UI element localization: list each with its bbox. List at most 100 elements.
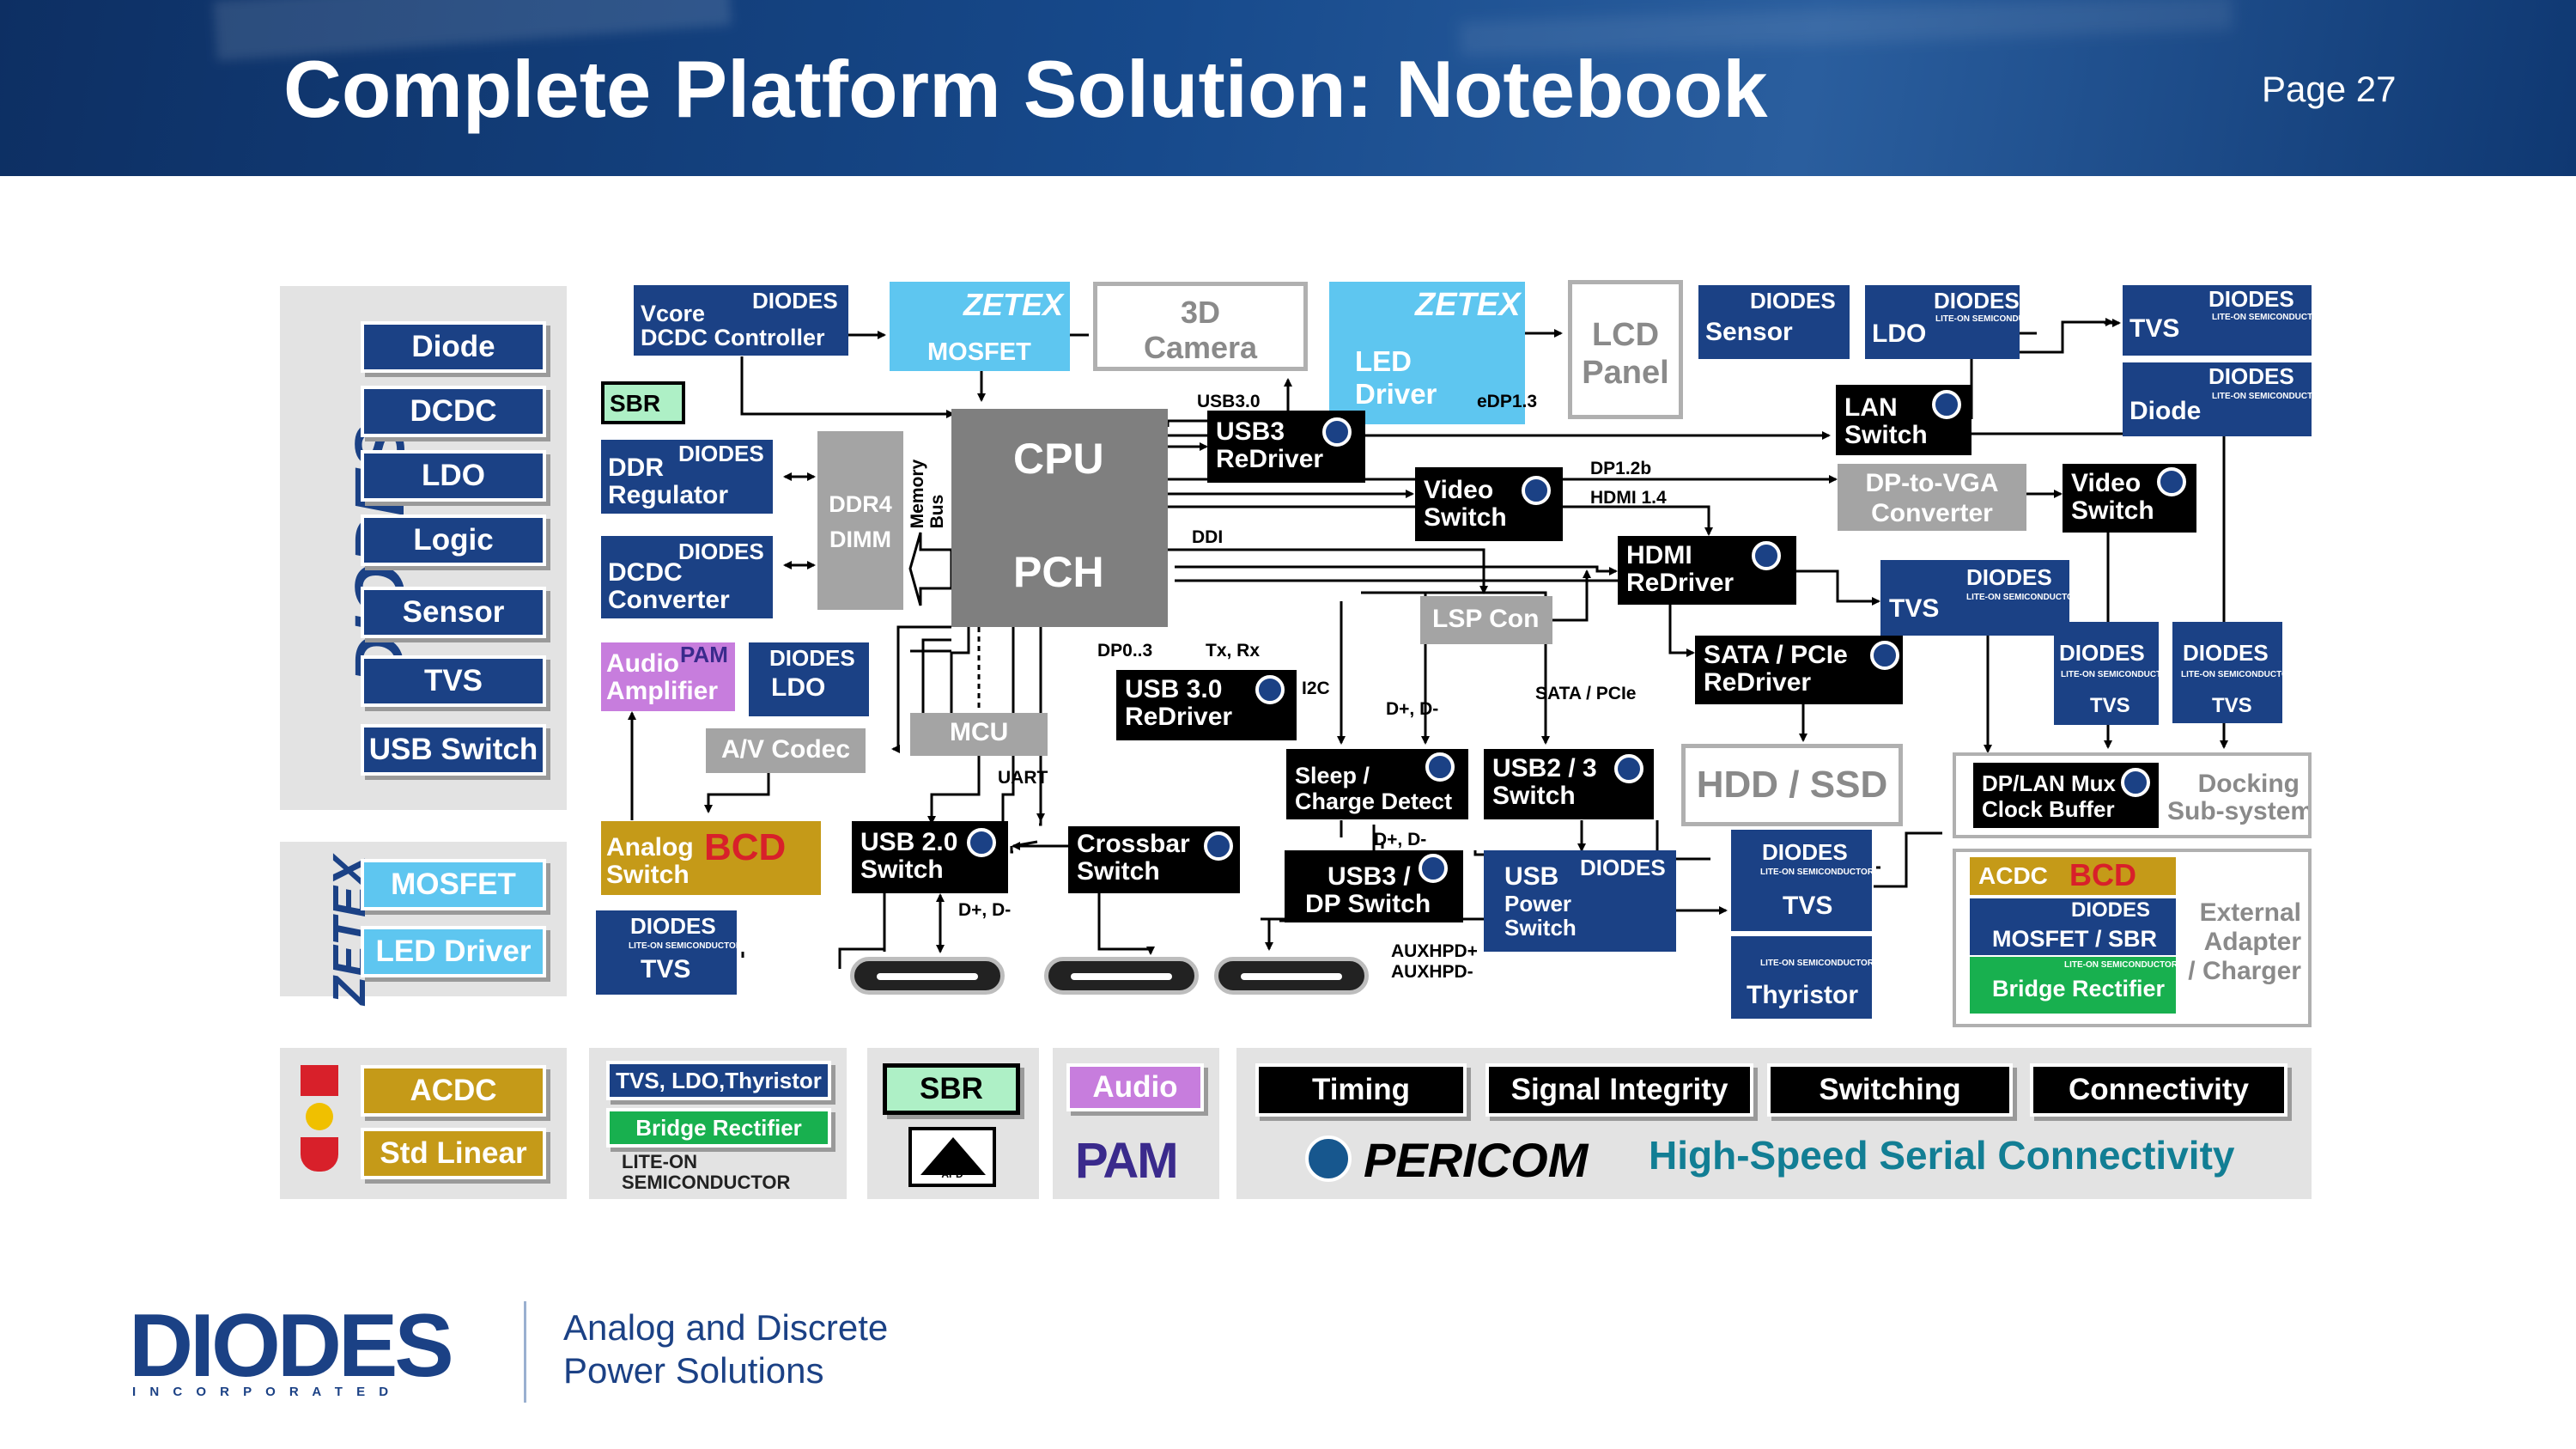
analog-switch-block: Analog Switch BCD bbox=[601, 821, 821, 895]
legend-signal-integrity: Signal Integrity bbox=[1485, 1063, 1753, 1117]
av-codec-block: A/V Codec bbox=[706, 728, 866, 773]
bridge-rectifier-block: LITE-ON SEMICONDUCTOR Bridge Rectifier bbox=[1970, 957, 2176, 1014]
diodes-logo: DIODES bbox=[2059, 640, 2145, 666]
pericom-glyph-icon bbox=[2157, 467, 2186, 496]
pericom-glyph-icon bbox=[1255, 675, 1285, 704]
hdd-ssd-block: HDD / SSD bbox=[1681, 744, 1903, 826]
tvs-mid-block: DIODES LITE-ON SEMICONDUCTOR TVS bbox=[1880, 560, 2069, 636]
signal-dp12: DP1.2b bbox=[1590, 459, 1652, 478]
video-switch-2-block: Video Switch bbox=[2063, 464, 2196, 533]
ddr-regulator-block: DDR Regulator DIODES bbox=[601, 440, 773, 514]
vcore-dcdc-controller: Vcore DCDC Controller DIODES bbox=[634, 285, 848, 356]
bcd-logo: BCD bbox=[704, 826, 787, 868]
diodes-footer-logo: DIODES bbox=[129, 1296, 454, 1396]
page-number: Page 27 bbox=[2262, 69, 2397, 109]
pericom-glyph-icon bbox=[1425, 752, 1455, 782]
signal-dpdm-3: D+, D- bbox=[958, 900, 1012, 920]
diode-top-block: DIODES LITE-ON SEMICONDUCTOR Diode bbox=[2123, 362, 2312, 436]
dcdc-converter-block: DCDC Converter DIODES bbox=[601, 536, 773, 618]
diodes-logo: DIODES bbox=[678, 441, 764, 466]
pericom-glyph-icon bbox=[1204, 831, 1233, 861]
lan-switch-block: LAN Switch bbox=[1836, 385, 1971, 455]
usb-power-switch-block: USB Power Switch DIODES bbox=[1484, 850, 1676, 952]
legend-sbr: SBR bbox=[883, 1063, 1020, 1115]
pericom-glyph-icon bbox=[1752, 541, 1781, 570]
acdc-block: ACDC BCD bbox=[1970, 857, 2176, 895]
usb3-dp-switch-block: USB3 / DP Switch bbox=[1285, 850, 1463, 922]
tvs-bottom-block: DIODES LITE-ON SEMICONDUCTOR TVS bbox=[596, 910, 737, 995]
bcd-vertical-logo bbox=[301, 1065, 338, 1177]
liteon-caption-line1: LITE-ON bbox=[622, 1151, 697, 1172]
footer-tagline-line1: Analog and Discrete bbox=[563, 1307, 889, 1348]
footer-divider bbox=[524, 1301, 526, 1403]
usb-c-port-1 bbox=[850, 957, 1005, 995]
bcd-logo: BCD bbox=[2069, 857, 2136, 892]
diodes-logo: DIODES bbox=[1580, 855, 1666, 880]
incorporated-text: I N C O R P O R A T E D bbox=[132, 1385, 394, 1399]
pericom-glyph-icon bbox=[967, 828, 996, 857]
legend-timing: Timing bbox=[1255, 1063, 1467, 1117]
ldo-mid-block: DIODES LDO bbox=[749, 642, 869, 716]
legend-switching: Switching bbox=[1767, 1063, 2013, 1117]
diodes-logo: DIODES bbox=[2071, 898, 2151, 922]
signal-txrx: Tx, Rx bbox=[1206, 641, 1261, 661]
cpu-pch-block: CPU PCH bbox=[951, 409, 1168, 627]
legend-logic: Logic bbox=[361, 514, 546, 566]
usb20-switch-block: USB 2.0 Switch bbox=[852, 821, 1008, 893]
signal-ddi: DDI bbox=[1192, 527, 1224, 547]
legend-tvs: TVS bbox=[361, 655, 546, 707]
zetex-logo: ZETEX bbox=[1415, 287, 1521, 323]
diodes-logo: DIODES bbox=[1934, 288, 2020, 314]
mcu-block: MCU bbox=[910, 713, 1048, 756]
legend-diode: Diode bbox=[361, 321, 546, 373]
pericom-glyph-icon bbox=[1419, 854, 1448, 883]
signal-aux-plus: AUXHPD+ bbox=[1391, 941, 1478, 961]
footer-tagline-line2: Power Solutions bbox=[563, 1350, 824, 1391]
mosfet-block: ZETEX MOSFET bbox=[890, 282, 1070, 371]
header-banner: Complete Platform Solution: Notebook Pag… bbox=[0, 0, 2576, 176]
sleep-charge-detect-block: Sleep / Charge Detect bbox=[1286, 749, 1468, 819]
legend-led-driver: LED Driver bbox=[361, 926, 546, 977]
signal-hdmi: HDMI 1.4 bbox=[1590, 488, 1667, 508]
usb23-switch-block: USB2 / 3 Switch bbox=[1484, 749, 1654, 819]
apd-logo: APD bbox=[908, 1127, 996, 1187]
legend-sensor: Sensor bbox=[361, 587, 546, 638]
signal-dpdm-1: D+, D- bbox=[1386, 699, 1439, 719]
pericom-glyph-icon bbox=[1305, 1135, 1352, 1182]
lsp-con-block: LSP Con bbox=[1420, 596, 1552, 644]
tvs-low-block: DIODES LITE-ON SEMICONDUCTOR TVS bbox=[1731, 830, 1872, 931]
legend-acdc: ACDC bbox=[361, 1065, 546, 1117]
zetex-logo: ZETEX bbox=[963, 287, 1064, 322]
usb3-redriver-block: USB3 ReDriver bbox=[1207, 411, 1365, 483]
hdmi-redriver-block: HDMI ReDriver bbox=[1618, 536, 1796, 605]
sensor-block: DIODES Sensor bbox=[1698, 285, 1850, 359]
signal-usb30: USB3.0 bbox=[1197, 392, 1261, 411]
legend-mosfet: MOSFET bbox=[361, 859, 546, 910]
diodes-logo: DIODES bbox=[1750, 288, 1836, 314]
signal-edp: eDP1.3 bbox=[1477, 392, 1538, 411]
pam-logo: PAM bbox=[1075, 1133, 1179, 1189]
legend-std-linear: Std Linear bbox=[361, 1128, 546, 1179]
diodes-logo: DIODES bbox=[630, 913, 716, 939]
pericom-glyph-icon bbox=[1322, 417, 1352, 447]
tvs-right-1-block: DIODES LITE-ON SEMICONDUCTOR TVS bbox=[2054, 622, 2159, 725]
legend-ldo: LDO bbox=[361, 450, 546, 502]
pericom-glyph-icon bbox=[1522, 476, 1551, 505]
video-switch-1-block: Video Switch bbox=[1415, 467, 1563, 541]
legend-usb-switch: USB Switch bbox=[361, 724, 546, 776]
ddr4-dimm-block: DDR4 DIMM bbox=[817, 431, 903, 610]
signal-aux-minus: AUXHPD- bbox=[1391, 962, 1473, 982]
usb30-redriver-block: USB 3.0 ReDriver bbox=[1116, 670, 1297, 740]
signal-sata: SATA / PCIe bbox=[1535, 684, 1637, 703]
mosfet-sbr-block: DIODES MOSFET / SBR bbox=[1970, 898, 2176, 955]
signal-i2c: I2C bbox=[1302, 679, 1330, 698]
sata-pcie-redriver-block: SATA / PCIe ReDriver bbox=[1695, 636, 1903, 704]
pericom-glyph-icon bbox=[1614, 754, 1643, 783]
led-driver-block: ZETEX LED Driver bbox=[1329, 282, 1525, 424]
pericom-glyph-icon bbox=[2121, 768, 2150, 797]
legend-connectivity: Connectivity bbox=[2030, 1063, 2287, 1117]
dp-lan-mux-clock-buffer-block: DP/LAN Mux Clock Buffer bbox=[1973, 763, 2159, 828]
diodes-logo: DIODES bbox=[1966, 564, 2052, 590]
thyristor-block: LITE-ON SEMICONDUCTOR Thyristor bbox=[1731, 936, 1872, 1019]
